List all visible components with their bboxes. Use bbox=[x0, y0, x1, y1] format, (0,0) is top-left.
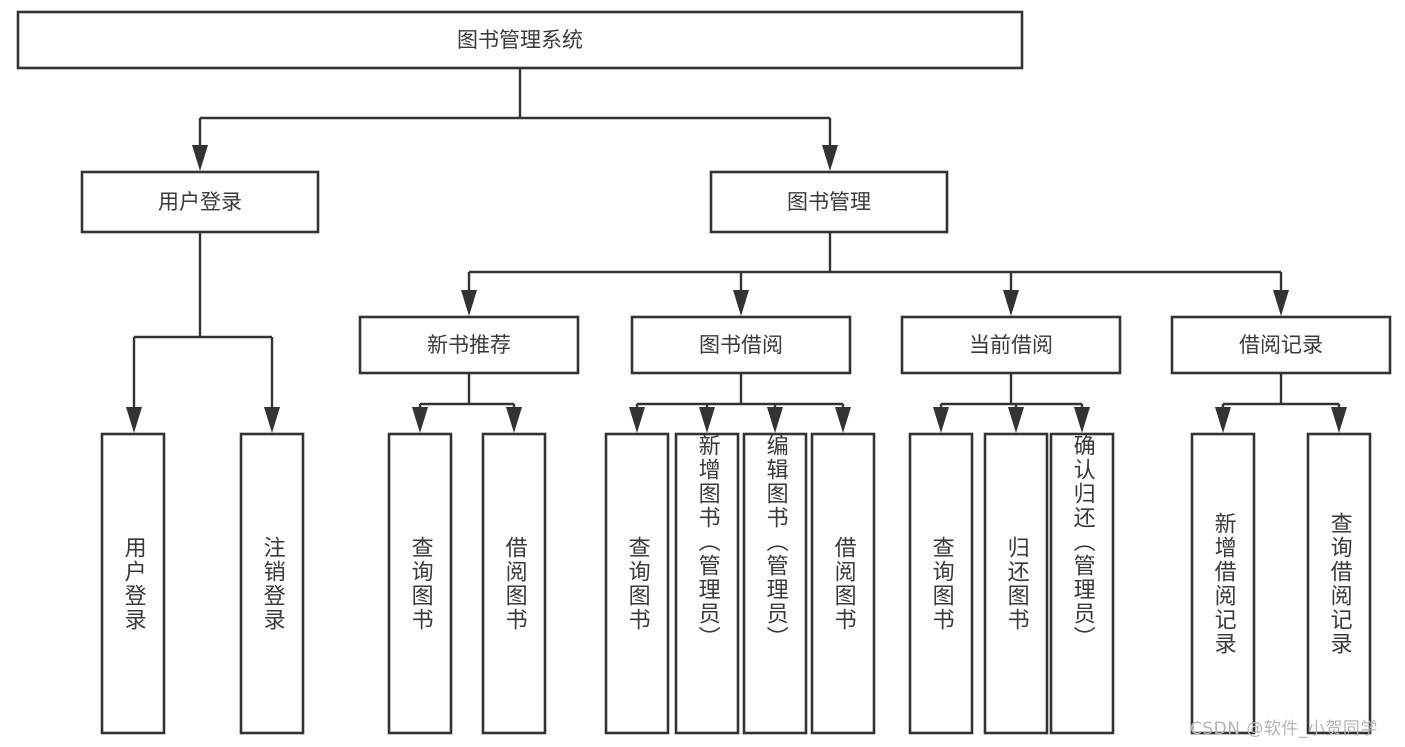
node-root-label: 图书管理系统 bbox=[457, 28, 583, 52]
connector-group-new-book-rec bbox=[412, 373, 522, 433]
arrow-head-borrow-record bbox=[1273, 290, 1289, 316]
node-current-borrow-label: 当前借阅 bbox=[969, 333, 1053, 357]
node-leaf-user-login-box[interactable] bbox=[100, 432, 166, 735]
connector-group-root bbox=[192, 68, 838, 171]
arrow-head-leaf-query-book-1 bbox=[412, 407, 428, 433]
node-book-borrow[interactable]: 图书借阅 bbox=[630, 315, 852, 375]
node-root-box[interactable] bbox=[16, 10, 1024, 70]
node-leaf-confirm-return-box[interactable] bbox=[1049, 432, 1115, 735]
node-leaf-query-book-1-box[interactable] bbox=[387, 432, 453, 735]
node-leaf-query-book-2-box[interactable] bbox=[604, 432, 670, 735]
node-borrow-record[interactable]: 借阅记录 bbox=[1170, 315, 1392, 375]
node-leaf-logout-box[interactable] bbox=[239, 432, 305, 735]
node-book-manage-label: 图书管理 bbox=[787, 190, 871, 214]
arrow-head-book-borrow bbox=[733, 290, 749, 316]
node-leaf-borrow-book-1-box[interactable] bbox=[481, 432, 547, 735]
node-book-manage-box[interactable] bbox=[709, 170, 949, 234]
arrow-head-leaf-query-book-3 bbox=[933, 407, 949, 433]
arrow-head-leaf-add-book bbox=[699, 407, 715, 433]
node-leaf-return-book-box[interactable] bbox=[983, 432, 1049, 735]
connector-group-book-manage bbox=[461, 232, 1289, 316]
arrow-head-leaf-borrow-book-2 bbox=[835, 407, 851, 433]
arrow-head-leaf-query-book-2 bbox=[629, 407, 645, 433]
node-leaf-add-record-box[interactable] bbox=[1190, 432, 1256, 735]
node-borrow-record-box[interactable] bbox=[1170, 315, 1392, 375]
node-leaf-borrow-book-2-box[interactable] bbox=[810, 432, 876, 735]
node-root[interactable]: 图书管理系统 bbox=[16, 10, 1024, 70]
arrow-head-user-login bbox=[192, 145, 208, 171]
node-borrow-record-label: 借阅记录 bbox=[1239, 333, 1323, 357]
connector-group-book-borrow bbox=[629, 373, 851, 433]
node-leaf-add-book-box[interactable] bbox=[674, 432, 740, 735]
node-user-login-label: 用户登录 bbox=[158, 190, 242, 214]
node-new-book-rec-label: 新书推荐 bbox=[427, 333, 511, 357]
arrow-head-leaf-logout bbox=[264, 407, 280, 433]
arrow-head-leaf-return-book bbox=[1008, 407, 1024, 433]
node-book-manage[interactable]: 图书管理 bbox=[709, 170, 949, 234]
node-current-borrow[interactable]: 当前借阅 bbox=[900, 315, 1122, 375]
connector-group-borrow-record bbox=[1215, 373, 1347, 433]
node-leaf-query-record-box[interactable] bbox=[1306, 432, 1372, 735]
arrow-head-leaf-edit-book bbox=[767, 407, 783, 433]
node-leaf-query-book-3-box[interactable] bbox=[908, 432, 974, 735]
arrow-head-leaf-query-record bbox=[1331, 407, 1347, 433]
node-user-login[interactable]: 用户登录 bbox=[80, 170, 320, 234]
arrow-head-leaf-add-record bbox=[1215, 407, 1231, 433]
arrow-head-book-manage bbox=[822, 145, 838, 171]
arrow-head-leaf-borrow-book-1 bbox=[506, 407, 522, 433]
arrow-head-leaf-confirm-return bbox=[1074, 407, 1090, 433]
csdn-watermark: CSDN @软件_小贺同学 bbox=[1190, 719, 1378, 739]
node-leaf-edit-book-box[interactable] bbox=[742, 432, 808, 735]
connector-group-user-login bbox=[126, 232, 280, 433]
arrow-head-current-borrow bbox=[1003, 290, 1019, 316]
node-book-borrow-label: 图书借阅 bbox=[699, 333, 783, 357]
node-user-login-box[interactable] bbox=[80, 170, 320, 234]
arrow-head-new-book-rec bbox=[461, 290, 477, 316]
node-book-borrow-box[interactable] bbox=[630, 315, 852, 375]
arrow-head-leaf-user-login bbox=[126, 407, 142, 433]
node-current-borrow-box[interactable] bbox=[900, 315, 1122, 375]
connector-group-current-borrow bbox=[933, 373, 1090, 433]
node-new-book-rec[interactable]: 新书推荐 bbox=[358, 315, 580, 375]
node-new-book-rec-box[interactable] bbox=[358, 315, 580, 375]
